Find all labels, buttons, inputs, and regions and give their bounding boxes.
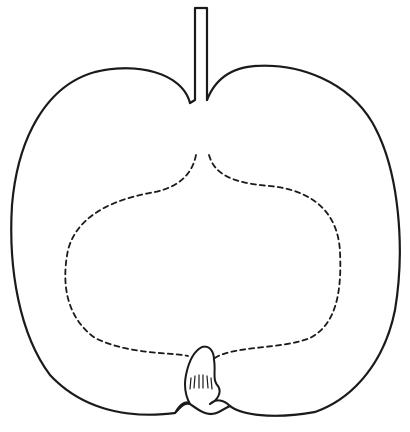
apple-stem [190,8,207,103]
calyx-stamen-lines [190,375,212,389]
calyx-outline [185,347,220,404]
apple-outline [11,66,399,416]
core-outline-dashed [65,155,340,360]
calyx [175,347,230,413]
